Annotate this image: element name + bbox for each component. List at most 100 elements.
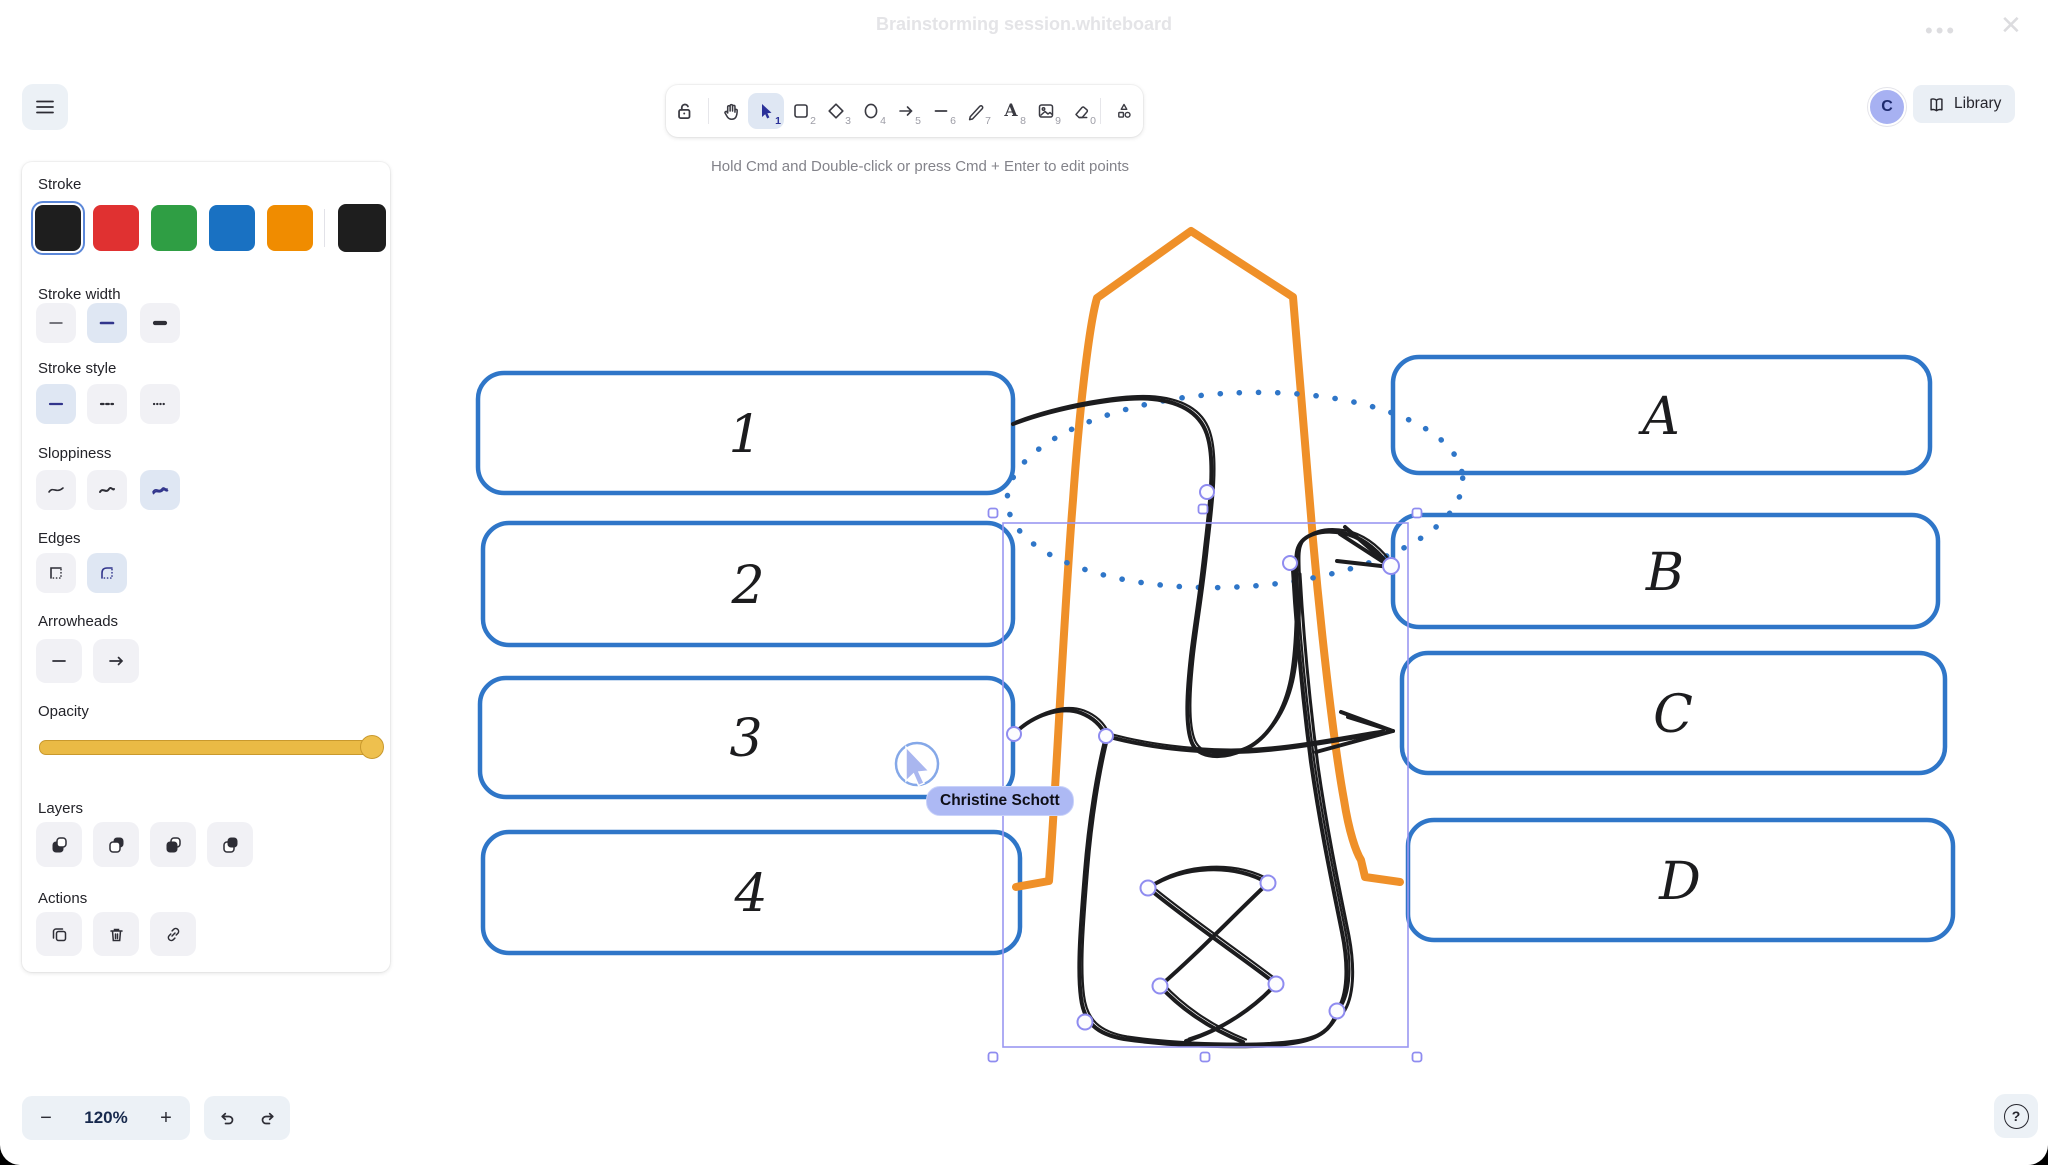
- box-b-label: B: [1645, 543, 1684, 603]
- arrow-icon: [899, 106, 913, 116]
- pencil-icon: [968, 105, 984, 121]
- help-button[interactable]: ?: [1994, 1094, 2038, 1138]
- stroke-width-extrabold-button[interactable]: [140, 303, 180, 343]
- zoom-level[interactable]: 120%: [84, 1108, 128, 1127]
- layers-section-label: Layers: [38, 800, 84, 817]
- stroke-color-red[interactable]: [93, 205, 139, 251]
- tool-selection[interactable]: 1: [748, 93, 784, 129]
- tool-ellipse[interactable]: 4: [853, 93, 889, 129]
- sharp-corner-icon: [50, 567, 62, 579]
- tool-text-shortcut: 8: [1020, 115, 1026, 127]
- stroke-color-blue[interactable]: [209, 205, 255, 251]
- line-point-handles[interactable]: [1006, 484, 1400, 1031]
- stroke-width-thin-button[interactable]: [36, 303, 76, 343]
- stroke-style-dotted-button[interactable]: [140, 384, 180, 424]
- box-1-label: 1: [728, 405, 761, 465]
- sloppiness-architect-button[interactable]: [36, 470, 76, 510]
- tool-line[interactable]: 6: [923, 93, 959, 129]
- current-stroke-color[interactable]: [338, 204, 386, 252]
- stroke-style-section-label: Stroke style: [38, 360, 117, 377]
- collaborator-name-label: Christine Schott: [926, 786, 1074, 816]
- tool-rectangle[interactable]: 2: [783, 93, 819, 129]
- zoom-in-button[interactable]: +: [160, 1106, 172, 1129]
- box-c-label: C: [1653, 685, 1693, 745]
- avatar[interactable]: C: [1868, 88, 1906, 126]
- edges-section-label: Edges: [38, 530, 81, 547]
- right-box-shapes[interactable]: [1390, 354, 1956, 943]
- orange-arch-line[interactable]: [1012, 227, 1404, 891]
- opacity-slider[interactable]: [39, 740, 376, 755]
- edges-sharp-button[interactable]: [36, 553, 76, 593]
- selection-resize-handles[interactable]: [987, 503, 1423, 1063]
- tool-text[interactable]: A 8: [993, 93, 1029, 129]
- stroke-width-section-label: Stroke width: [38, 286, 121, 303]
- tool-ellipse-shortcut: 4: [880, 115, 886, 127]
- tool-arrow[interactable]: 5: [888, 93, 924, 129]
- eraser-icon: [1075, 106, 1089, 119]
- box-c-shape[interactable]: [1399, 650, 1948, 776]
- selection-box[interactable]: [1002, 522, 1409, 1048]
- tool-eraser[interactable]: 0: [1063, 93, 1099, 129]
- bring-forward-button[interactable]: [150, 822, 196, 867]
- ink-scribbles[interactable]: [1011, 394, 1395, 1049]
- unlock-icon: [678, 103, 691, 120]
- opacity-slider-thumb[interactable]: [360, 735, 384, 759]
- box-a-shape[interactable]: [1390, 354, 1933, 476]
- window-close-icon[interactable]: ✕: [2000, 10, 2022, 40]
- properties-panel: Stroke Stroke width Stroke style Sloppin…: [22, 162, 390, 972]
- stroke-color-green[interactable]: [151, 205, 197, 251]
- stroke-color-black[interactable]: [35, 205, 81, 251]
- edges-round-button[interactable]: [87, 553, 127, 593]
- tool-line-shortcut: 6: [950, 115, 956, 127]
- stroke-color-orange[interactable]: [267, 205, 313, 251]
- zoom-out-button[interactable]: −: [40, 1106, 52, 1129]
- stroke-style-solid-button[interactable]: [36, 384, 76, 424]
- tool-hand[interactable]: [713, 93, 749, 129]
- solid-line-icon: [48, 402, 64, 406]
- redo-button[interactable]: [251, 1100, 287, 1136]
- box-a-label: A: [1638, 387, 1680, 447]
- window-title: Brainstorming session.whiteboard: [875, 14, 1173, 34]
- undo-button[interactable]: [208, 1100, 244, 1136]
- line-icon: [934, 110, 948, 112]
- artist-squiggle-icon: [99, 487, 115, 493]
- box-1-shape[interactable]: [475, 370, 1016, 496]
- tool-image[interactable]: 9: [1028, 93, 1064, 129]
- shapes-icon: [1118, 103, 1131, 118]
- link-button[interactable]: [150, 912, 196, 956]
- stroke-width-bold-button[interactable]: [87, 303, 127, 343]
- tool-eraser-shortcut: 0: [1090, 115, 1096, 127]
- question-icon: ?: [2003, 1103, 2029, 1129]
- dashed-line-icon: [99, 402, 115, 406]
- tool-lock[interactable]: [666, 93, 702, 129]
- box-d-label: D: [1658, 852, 1701, 912]
- tool-more-shapes[interactable]: [1106, 93, 1142, 129]
- dotted-ellipse-shape[interactable]: [1002, 381, 1468, 599]
- sloppiness-cartoonist-button[interactable]: [140, 470, 180, 510]
- tool-draw[interactable]: 7: [958, 93, 994, 129]
- main-menu-button[interactable]: [22, 84, 68, 130]
- box-2-shape[interactable]: [480, 520, 1016, 648]
- send-to-back-button[interactable]: [36, 822, 82, 867]
- send-backward-button[interactable]: [93, 822, 139, 867]
- bring-to-front-button[interactable]: [207, 822, 253, 867]
- box-4-label: 4: [733, 864, 767, 924]
- stroke-style-dashed-button[interactable]: [87, 384, 127, 424]
- tool-diamond[interactable]: 3: [818, 93, 854, 129]
- duplicate-button[interactable]: [36, 912, 82, 956]
- tool-arrow-shortcut: 5: [915, 115, 921, 127]
- sloppiness-artist-button[interactable]: [87, 470, 127, 510]
- bring-forward-icon: [166, 837, 181, 853]
- arrowhead-none-button[interactable]: [36, 639, 82, 683]
- arrowhead-arrow-button[interactable]: [93, 639, 139, 683]
- box-4-shape[interactable]: [480, 829, 1023, 956]
- opacity-section-label: Opacity: [38, 703, 89, 720]
- selection-cursor-icon: [762, 104, 772, 119]
- library-button[interactable]: Library: [1913, 85, 2016, 123]
- image-icon: [1038, 104, 1054, 118]
- screen-corner: [0, 1143, 22, 1165]
- delete-button[interactable]: [93, 912, 139, 956]
- screen-corner: [2026, 1143, 2048, 1165]
- window-menu-icon[interactable]: •••: [1925, 18, 1958, 43]
